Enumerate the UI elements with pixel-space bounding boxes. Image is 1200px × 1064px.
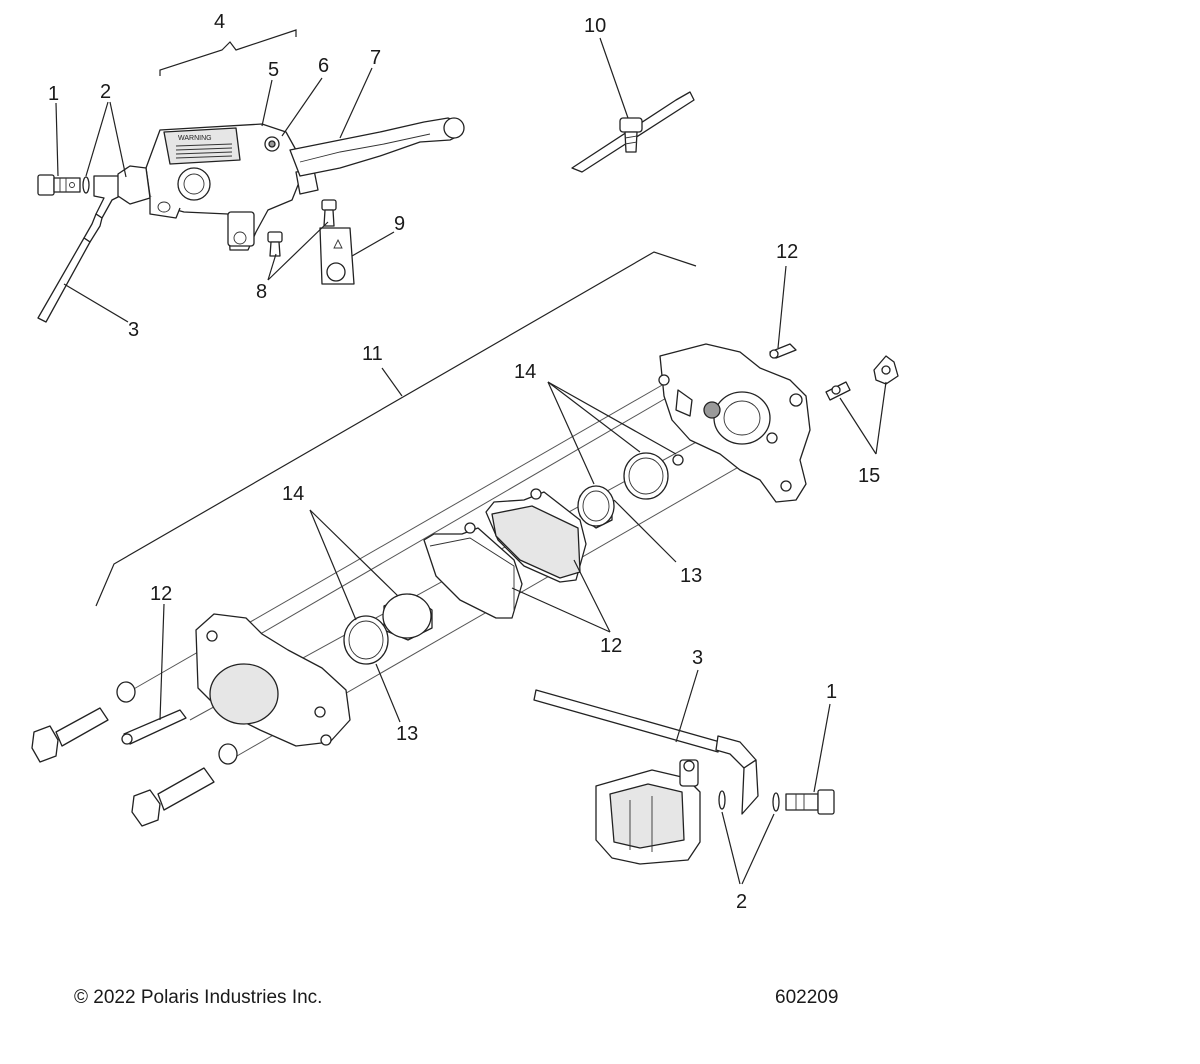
- callout-12-left: 12: [150, 583, 172, 605]
- brake-line-bottom: [533, 689, 759, 815]
- callout-4: 4: [214, 11, 225, 33]
- callout-2-top: 2: [100, 81, 111, 103]
- drawing-number: 602209: [775, 987, 839, 1008]
- callout-10: 10: [584, 15, 606, 37]
- hose-clip: [571, 91, 695, 173]
- handlebar-clamp: [319, 227, 355, 285]
- master-cylinder-body: WARNING: [117, 123, 319, 251]
- retaining-pin-bottom: [121, 709, 187, 745]
- callout-1-bottom: 1: [826, 681, 837, 703]
- callout-15: 15: [858, 465, 880, 487]
- callout-12-top: 12: [776, 241, 798, 263]
- reservoir-warning-label: WARNING: [178, 135, 212, 142]
- copyright-notice: © 2022 Polaris Industries Inc.: [74, 987, 323, 1008]
- group-4-bracket: [159, 29, 297, 76]
- callout-14-upper: 14: [514, 361, 536, 383]
- brake-pad-front: [423, 522, 523, 619]
- piston-upper: [577, 452, 684, 529]
- brake-line-top: [37, 175, 121, 323]
- callout-7: 7: [370, 47, 381, 69]
- callout-6: 6: [318, 55, 329, 77]
- callout-labels: 1 2 3 4 5 6 7 8 9 10 11 12 12 12 13 13 1…: [48, 11, 880, 913]
- leader-lines: [55, 37, 887, 885]
- retaining-pin-top: [769, 343, 797, 359]
- sealing-washers-bottom: [718, 790, 780, 812]
- callout-5: 5: [268, 59, 279, 81]
- mounting-bolt-upper: [31, 681, 136, 763]
- bleeder-valve: [825, 355, 899, 401]
- callout-9: 9: [394, 213, 405, 235]
- callout-13-upper: 13: [680, 565, 702, 587]
- callout-14-lower: 14: [282, 483, 304, 505]
- brake-pad-rear: [485, 488, 587, 583]
- rear-caliper: [595, 759, 701, 865]
- mounting-bolt-lower: [131, 743, 238, 827]
- callout-2-bottom: 2: [736, 891, 747, 913]
- caliper-body-inner: [195, 613, 351, 747]
- brake-lever: [289, 117, 465, 177]
- callout-3-top: 3: [128, 319, 139, 341]
- callout-3-bottom: 3: [692, 647, 703, 669]
- caliper-body-outer: [658, 343, 811, 503]
- callout-12-pads: 12: [600, 635, 622, 657]
- callout-1-top: 1: [48, 83, 59, 105]
- banjo-bolt-bottom: [785, 789, 835, 815]
- callout-8: 8: [256, 281, 267, 303]
- callout-11: 11: [362, 343, 383, 365]
- group-11-bracket: [95, 251, 697, 607]
- piston-lower: [343, 593, 433, 665]
- callout-13-lower: 13: [396, 723, 418, 745]
- clamp-bolts: [267, 199, 337, 257]
- banjo-bolt-top: [37, 174, 81, 196]
